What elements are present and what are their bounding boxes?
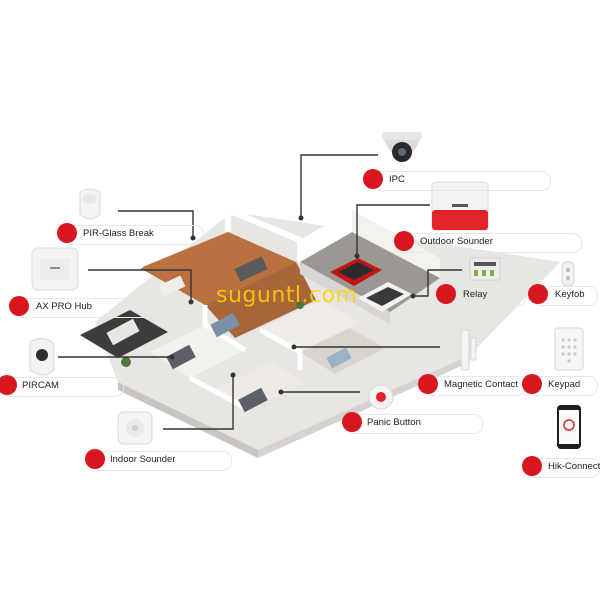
relay-label: Relay [463,289,488,300]
connector-lines [58,154,462,430]
ax-pro-hub-dot [9,296,29,316]
line-indoor-sounder [163,375,234,430]
ipc-dot [363,169,383,189]
ipc-camera-icon [382,132,422,162]
outdoor-sounder-icon [431,181,489,231]
watermark: suguntl.com [216,283,358,308]
hik-connect-dot [522,456,542,476]
pircam-pill [2,377,124,397]
ax-pro-hub-label: AX PRO Hub [36,301,92,312]
panic-button-dot [342,412,362,432]
line-outdoor-sounder [356,204,430,256]
line-ax-pro-hub [88,269,192,302]
line-ipc [300,154,378,218]
magnetic-contact-dot [418,374,438,394]
hik-connect-phone-icon [557,405,581,449]
ax-pro-hub-icon [31,247,79,291]
indoor-sounder-label: Indoor Sounder [110,454,176,465]
keypad-dot [522,374,542,394]
keyfob-dot [528,284,548,304]
line-relay [413,269,462,297]
keyfob-icon [561,261,575,287]
panic-button-label: Panic Button [367,417,421,428]
keyfob-label: Keyfob [555,289,585,300]
pircam-dot [0,375,17,395]
indoor-sounder-dot [85,449,105,469]
hik-connect-label: Hik-Connect [548,461,600,472]
magnetic-contact-icon [460,329,477,371]
magnetic-contact-label: Magnetic Contact [444,379,518,390]
connector-endpoints [169,215,416,395]
outdoor-sounder-dot [394,231,414,251]
ipc-label: IPC [389,174,405,185]
outdoor-sounder-label: Outdoor Sounder [420,236,493,247]
panic-button-icon [368,384,394,410]
keypad-icon [554,327,584,371]
indoor-sounder-icon [117,411,153,445]
pir-glass-break-dot [57,223,77,243]
line-pir-glass-break [118,210,194,238]
pircam-icon [29,338,55,376]
pir-glass-break-label: PIR-Glass Break [83,228,154,239]
pir-glass-break-icon [79,188,101,220]
keypad-label: Keypad [548,379,581,390]
relay-dot [436,284,456,304]
relay-icon [469,257,501,281]
pircam-label: PIRCAM [22,380,59,391]
